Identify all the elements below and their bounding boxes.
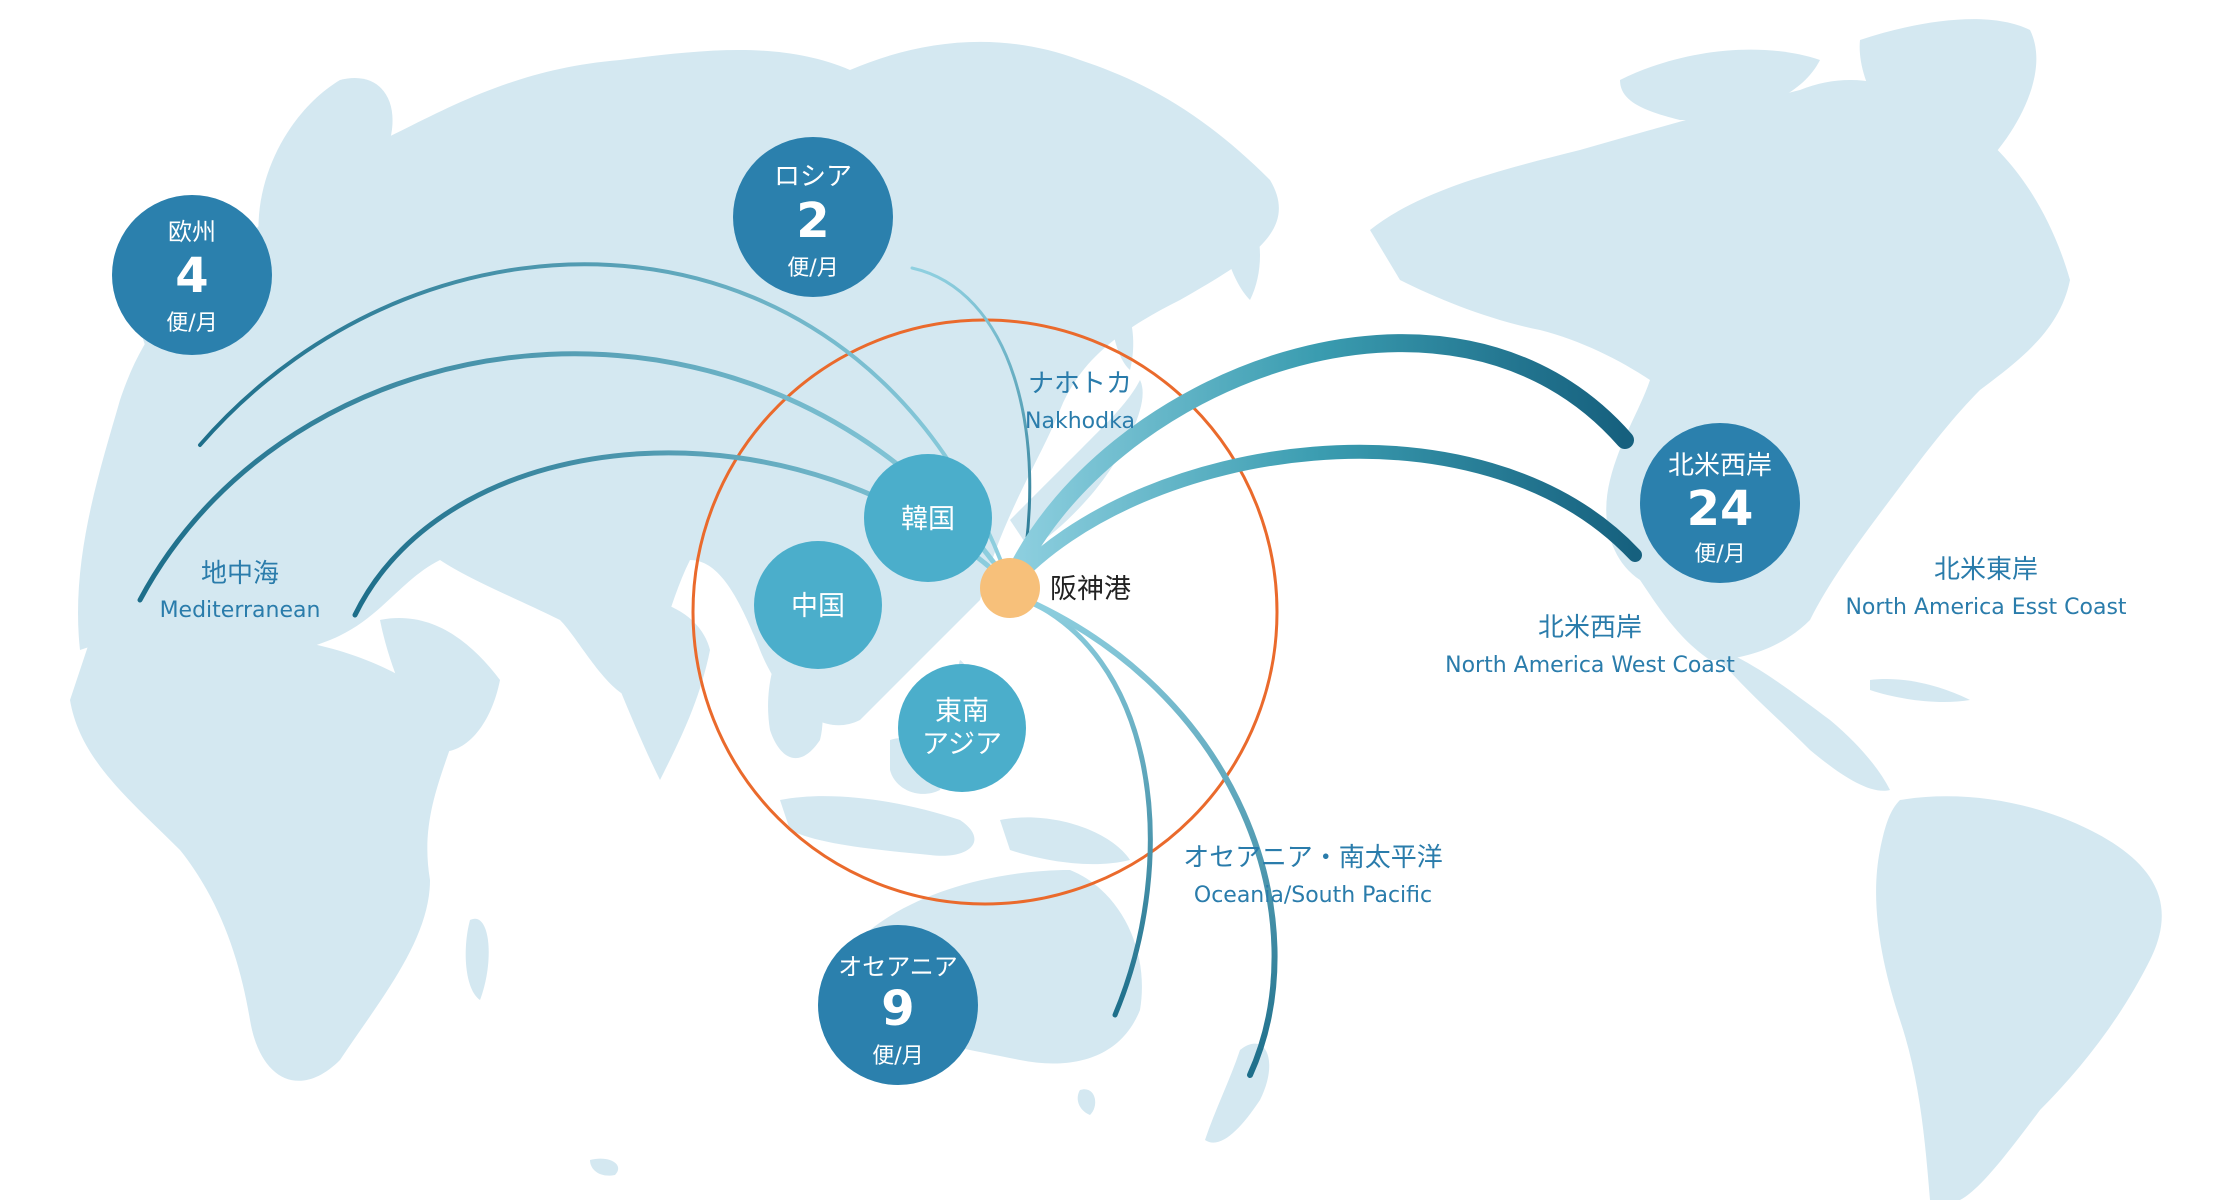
label-na-west-en: North America West Coast bbox=[1445, 653, 1735, 678]
route-arc-europe-north bbox=[198, 262, 1012, 587]
bubble-oceania-circle bbox=[818, 925, 978, 1085]
caribbean-landmass bbox=[1870, 679, 1970, 702]
region-korea-label: 韓国 bbox=[901, 504, 955, 535]
label-na-east-ja: 北米東岸 bbox=[1934, 555, 2038, 585]
southeast-asia-landmass bbox=[768, 650, 823, 759]
region-china-label: 中国 bbox=[791, 591, 845, 622]
label-na-west: 北米西岸 North America West Coast bbox=[1445, 613, 1735, 678]
tasmania-landmass bbox=[1077, 1089, 1096, 1115]
central-america-landmass bbox=[1720, 650, 1890, 791]
sakhalin-landmass bbox=[1110, 298, 1134, 370]
region-korea-circle bbox=[864, 454, 992, 582]
land-masses bbox=[70, 19, 2162, 1200]
region-china-circle bbox=[754, 541, 882, 669]
north-america-landmass bbox=[1370, 80, 2070, 660]
bubble-russia-unit: 便/月 bbox=[787, 256, 838, 281]
region-china[interactable]: 中国 bbox=[754, 541, 882, 669]
bubble-oceania-count: 9 bbox=[881, 981, 914, 1037]
route-arcs bbox=[137, 262, 1642, 1078]
bubble-oceania-name: オセアニア bbox=[838, 953, 958, 981]
hub-hanshin-port[interactable]: 阪神港 bbox=[980, 558, 1131, 618]
africa-landmass bbox=[70, 628, 460, 1081]
label-nakhodka-ja: ナホトカ bbox=[1028, 369, 1132, 399]
arctic-islands-landmass bbox=[1620, 49, 1820, 120]
region-southeast-asia-circle bbox=[898, 664, 1026, 792]
region-korea[interactable]: 韓国 bbox=[864, 454, 992, 582]
label-oceania-south-pacific: オセアニア・南太平洋 Oceania/South Pacific bbox=[1183, 843, 1442, 908]
europe-west-landmass bbox=[78, 280, 222, 650]
kamchatka-landmass bbox=[1219, 180, 1260, 300]
hub-label: 阪神港 bbox=[1050, 574, 1131, 605]
route-arc-na-west-upper bbox=[1001, 334, 1634, 594]
label-na-west-ja: 北米西岸 bbox=[1538, 613, 1642, 643]
bubble-russia-count: 2 bbox=[796, 193, 829, 249]
india-landmass bbox=[600, 597, 710, 780]
label-na-east-en: North America Esst Coast bbox=[1845, 595, 2126, 620]
label-mediterranean: 地中海 Mediterranean bbox=[160, 559, 321, 623]
madagascar-landmass bbox=[465, 918, 489, 1000]
label-nakhodka-en: Nakhodka bbox=[1025, 409, 1135, 434]
label-mediterranean-ja: 地中海 bbox=[201, 559, 279, 589]
bubble-russia-circle bbox=[733, 137, 893, 297]
bubble-europe-unit: 便/月 bbox=[166, 311, 217, 336]
bubble-europe[interactable]: 欧州 4 便/月 bbox=[112, 195, 272, 355]
indonesia-landmass bbox=[780, 796, 975, 856]
bubble-oceania[interactable]: オセアニア 9 便/月 bbox=[818, 925, 978, 1085]
bubble-na-west-circle bbox=[1640, 423, 1800, 583]
bubble-oceania-unit: 便/月 bbox=[872, 1044, 923, 1069]
route-arc-na-west-lower bbox=[1003, 444, 1642, 592]
bubble-europe-name: 欧州 bbox=[168, 218, 216, 246]
hub-marker bbox=[980, 558, 1040, 618]
bubble-na-west-name: 北米西岸 bbox=[1668, 451, 1772, 481]
bubble-na-west[interactable]: 北米西岸 24 便/月 bbox=[1640, 423, 1800, 583]
bubble-russia-name: ロシア bbox=[774, 162, 852, 192]
label-nakhodka: ナホトカ Nakhodka bbox=[1025, 369, 1135, 434]
bubble-na-west-count: 24 bbox=[1687, 481, 1754, 537]
route-arc-europe-mid bbox=[137, 351, 1013, 603]
label-mediterranean-en: Mediterranean bbox=[160, 598, 321, 623]
arabia-landmass bbox=[380, 618, 500, 752]
route-arc-south-pacific bbox=[1012, 592, 1278, 1078]
bubble-europe-count: 4 bbox=[175, 248, 208, 304]
south-america-landmass bbox=[1876, 796, 2162, 1200]
route-arc-russia bbox=[910, 266, 1032, 587]
bubble-russia[interactable]: ロシア 2 便/月 bbox=[733, 137, 893, 297]
antarctic-fragment bbox=[590, 1158, 619, 1176]
greenland-landmass bbox=[1859, 19, 2037, 172]
bubble-europe-circle bbox=[112, 195, 272, 355]
label-na-east: 北米東岸 North America Esst Coast bbox=[1845, 555, 2126, 620]
scandinavia-landmass bbox=[258, 78, 393, 280]
bubble-na-west-unit: 便/月 bbox=[1694, 542, 1745, 567]
region-southeast-asia-label-1: 東南 bbox=[935, 696, 989, 727]
region-southeast-asia-label-2: アジア bbox=[922, 729, 1002, 760]
new-guinea-landmass bbox=[1000, 817, 1130, 865]
region-southeast-asia[interactable]: 東南 アジア bbox=[898, 664, 1026, 792]
route-arc-oceania bbox=[1012, 592, 1153, 1018]
japan-landmass bbox=[1010, 380, 1143, 550]
label-oceania-ja: オセアニア・南太平洋 bbox=[1183, 843, 1442, 873]
label-oceania-en: Oceania/South Pacific bbox=[1194, 883, 1432, 908]
